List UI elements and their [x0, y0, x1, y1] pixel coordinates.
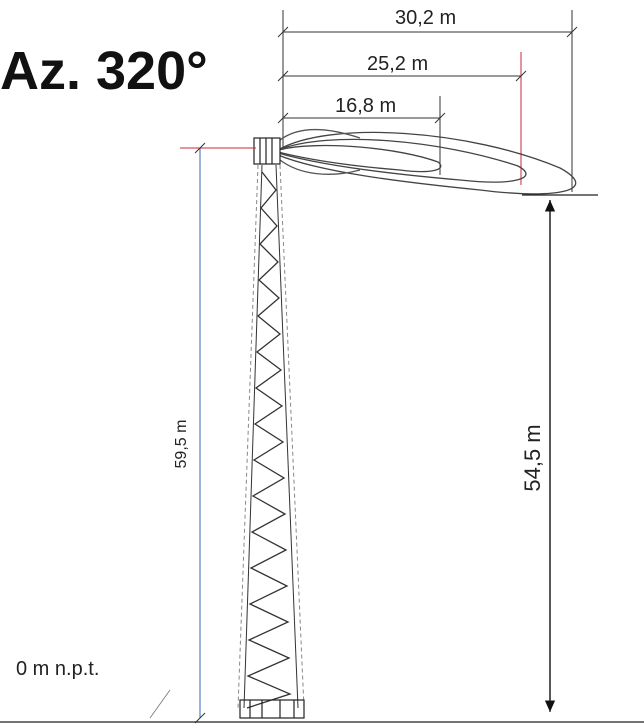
antenna-box [253, 137, 281, 165]
dim-label-25-2: 25,2 m [367, 53, 428, 75]
radiation-lobes [277, 128, 577, 195]
azimuth-title: Az. 320° [0, 41, 208, 101]
dim-label-16-8: 16,8 m [335, 95, 396, 117]
dim-label-30-2: 30,2 m [395, 7, 456, 29]
dimension-lines-horizontal [277, 10, 578, 192]
clearance-dimension [522, 194, 598, 712]
tower-height-dimension [180, 142, 256, 724]
ground-line [0, 689, 644, 723]
tower-base [239, 699, 305, 719]
dim-label-59-5: 59,5 m [173, 420, 190, 469]
ground-level-label: 0 m n.p.t. [16, 658, 99, 680]
lattice-tower [237, 164, 305, 709]
dim-label-54-5: 54,5 m [520, 424, 545, 491]
